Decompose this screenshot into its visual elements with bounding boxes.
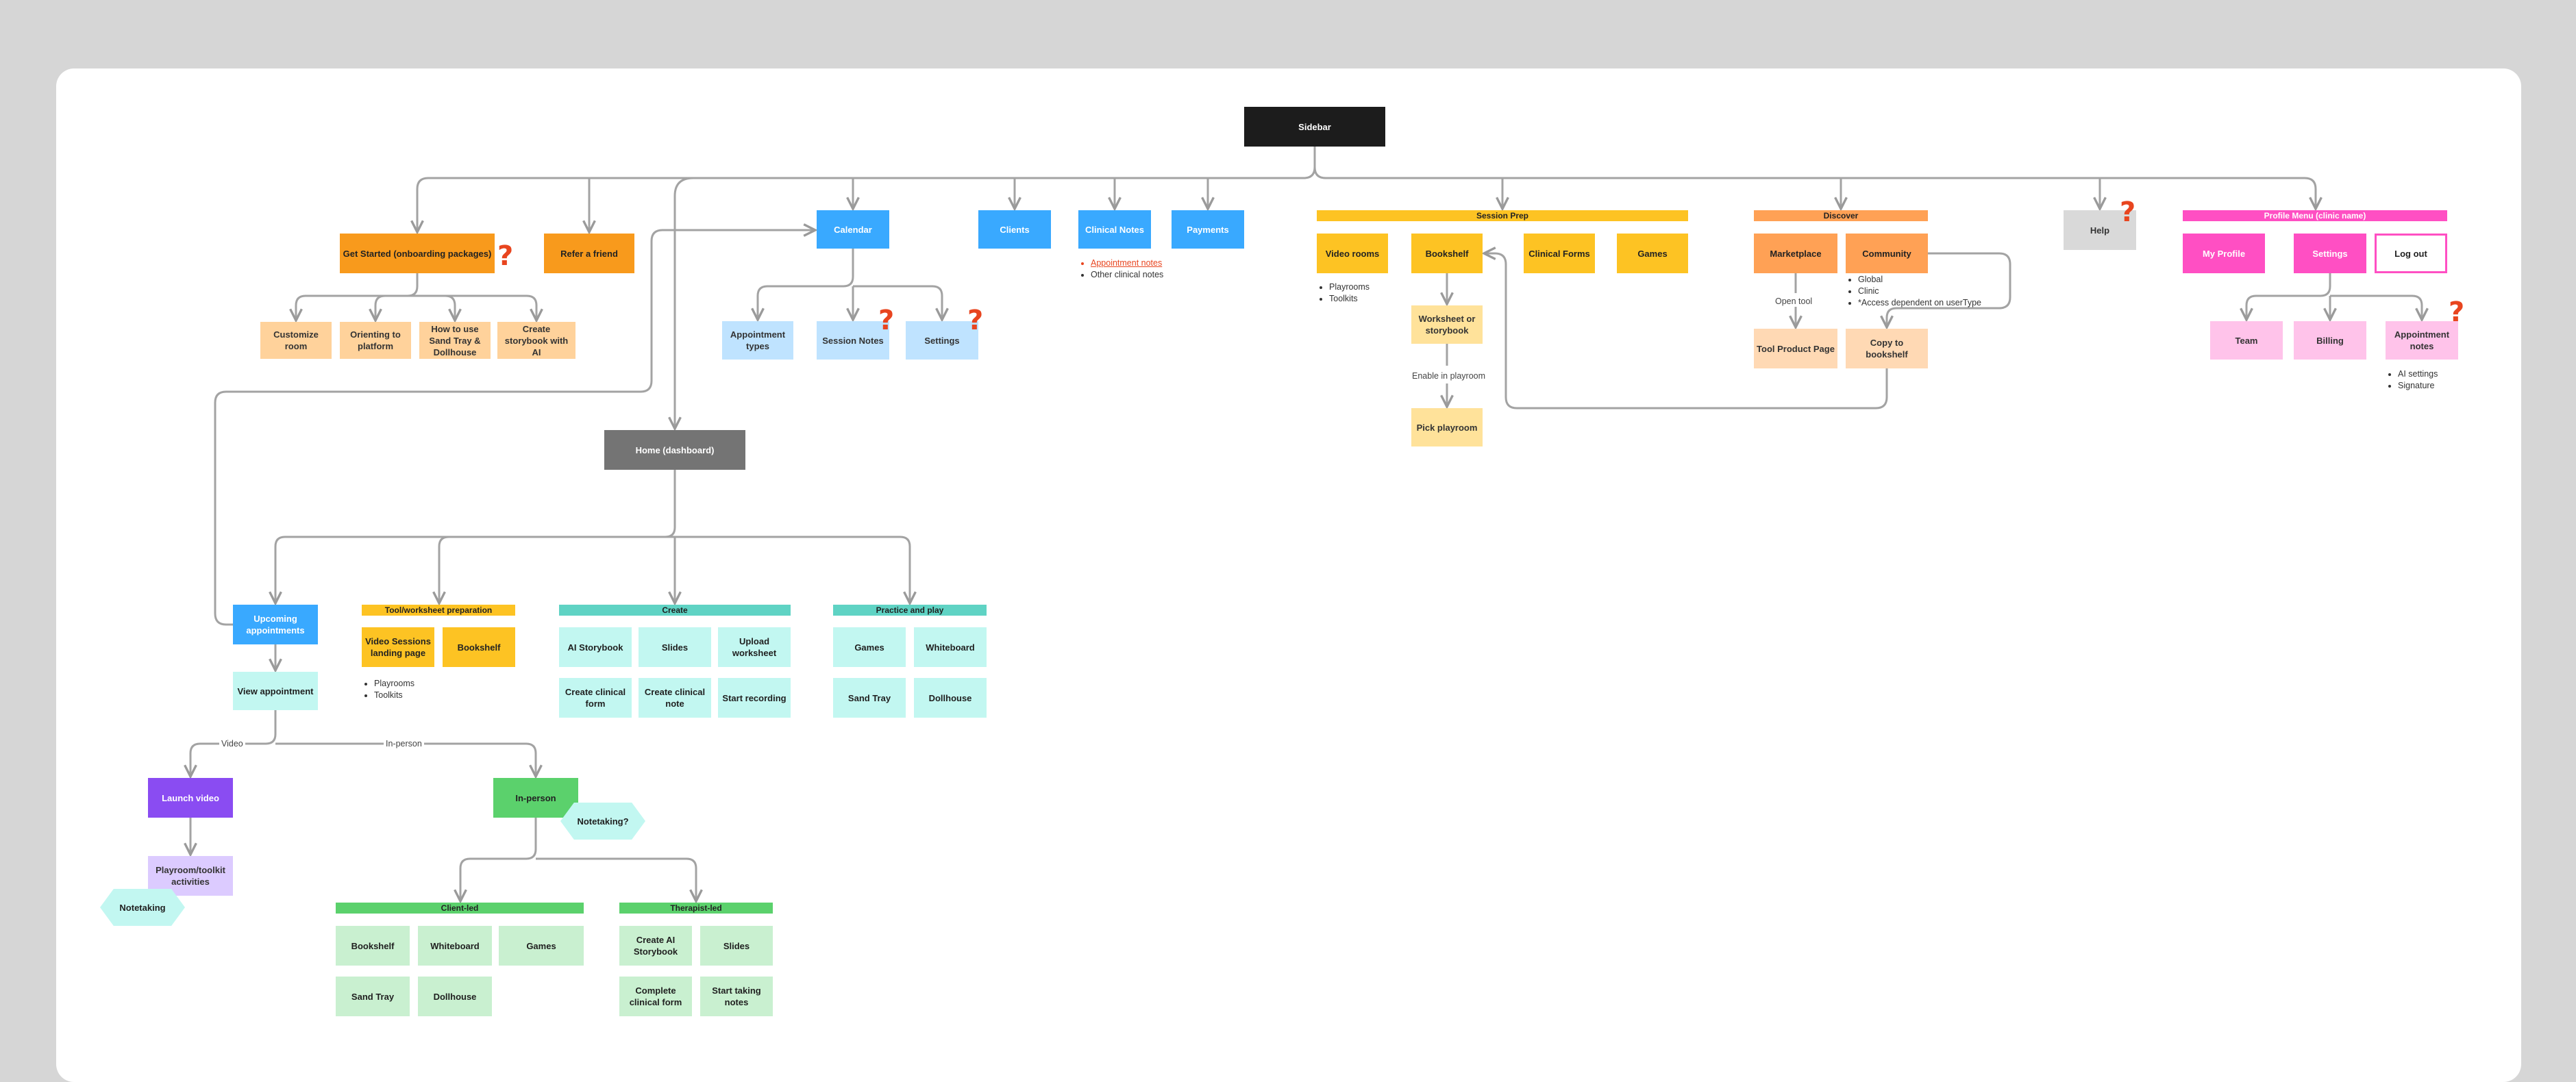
session-notes-node: Session Notes — [817, 321, 889, 360]
pp-games-node: Games — [833, 627, 906, 667]
billing-node: Billing — [2294, 321, 2366, 360]
ai-storybook-node: AI Storybook — [559, 627, 632, 667]
how-to-sand-tray-node: How to use Sand Tray & Dollhouse — [419, 322, 491, 359]
community-list: Global Clinic *Access dependent on userT… — [1846, 274, 1981, 309]
start-recording-node: Start recording — [718, 678, 791, 718]
question-mark-icon: ? — [878, 305, 895, 336]
list-item: Playrooms — [374, 678, 414, 690]
in-person-edge-label: In-person — [384, 738, 424, 749]
video-rooms-node: Video rooms — [1317, 234, 1388, 273]
list-item: Toolkits — [1329, 293, 1370, 305]
question-mark-icon: ? — [2120, 197, 2136, 228]
notetaking-hex: Notetaking — [100, 889, 185, 926]
video-sessions-landing-node: Video Sessions landing page — [362, 627, 434, 667]
open-tool-label: Open tool — [1773, 296, 1815, 307]
customize-room-node: Customize room — [260, 322, 332, 359]
cl-bookshelf-node: Bookshelf — [336, 926, 410, 966]
view-appointment-node: View appointment — [233, 672, 318, 710]
pick-playroom-node: Pick playroom — [1411, 408, 1483, 446]
create-header: Create — [559, 605, 791, 616]
orienting-platform-node: Orienting to platform — [340, 322, 411, 359]
question-mark-icon: ? — [497, 240, 514, 272]
list-item: Other clinical notes — [1091, 269, 1163, 281]
tl-start-notes-node: Start taking notes — [700, 977, 773, 1016]
tl-create-ai-storybook-node: Create AI Storybook — [619, 926, 692, 966]
upload-worksheet-node: Upload worksheet — [718, 627, 791, 667]
worksheet-storybook-node: Worksheet or storybook — [1411, 305, 1483, 344]
cl-sand-tray-node: Sand Tray — [336, 977, 410, 1016]
tl-slides-node: Slides — [700, 926, 773, 966]
discover-header: Discover — [1754, 210, 1928, 221]
list-item[interactable]: Appointment notes — [1091, 257, 1163, 269]
pp-dollhouse-node: Dollhouse — [914, 678, 987, 718]
log-out-node: Log out — [2375, 234, 2447, 273]
list-item: Playrooms — [1329, 281, 1370, 293]
playroom-toolkit-node: Playroom/toolkit activities — [148, 856, 233, 896]
enable-playroom-label: Enable in playroom — [1410, 370, 1488, 381]
community-node: Community — [1846, 234, 1928, 273]
list-item: Clinic — [1858, 286, 1981, 297]
payments-node: Payments — [1172, 210, 1244, 249]
list-item: Global — [1858, 274, 1981, 286]
pp-whiteboard-node: Whiteboard — [914, 627, 987, 667]
profile-menu-header: Profile Menu (clinic name) — [2183, 210, 2447, 221]
launch-video-node: Launch video — [148, 778, 233, 818]
cl-whiteboard-node: Whiteboard — [418, 926, 492, 966]
practice-play-header: Practice and play — [833, 605, 987, 616]
question-mark-icon: ? — [2449, 297, 2465, 328]
pp-sand-tray-node: Sand Tray — [833, 678, 906, 718]
refer-friend-node: Refer a friend — [544, 234, 634, 273]
profile-settings-node: Settings — [2294, 234, 2366, 273]
prep-bookshelf-node: Bookshelf — [443, 627, 515, 667]
notetaking-question-hex: Notetaking? — [560, 803, 645, 840]
games-node: Games — [1617, 234, 1688, 273]
tool-prep-list: Playrooms Toolkits — [362, 678, 414, 701]
list-item: AI settings — [2398, 368, 2438, 380]
tool-prep-header: Tool/worksheet preparation — [362, 605, 515, 616]
appointment-types-node: Appointment types — [722, 321, 793, 360]
create-clinical-form-node: Create clinical form — [559, 678, 632, 718]
marketplace-node: Marketplace — [1754, 234, 1837, 273]
clients-node: Clients — [978, 210, 1051, 249]
list-item: Signature — [2398, 380, 2438, 392]
question-mark-icon: ? — [967, 305, 984, 336]
cl-dollhouse-node: Dollhouse — [418, 977, 492, 1016]
tl-complete-form-node: Complete clinical form — [619, 977, 692, 1016]
slides-node: Slides — [639, 627, 711, 667]
home-dashboard-node: Home (dashboard) — [604, 430, 745, 470]
calendar-node: Calendar — [817, 210, 889, 249]
copy-to-bookshelf-node: Copy to bookshelf — [1846, 329, 1928, 368]
clinical-forms-node: Clinical Forms — [1524, 234, 1595, 273]
therapist-led-header: Therapist-led — [619, 903, 773, 914]
tool-product-page-node: Tool Product Page — [1754, 329, 1837, 368]
create-clinical-note-node: Create clinical note — [639, 678, 711, 718]
upcoming-appointments-node: Upcoming appointments — [233, 605, 318, 644]
clinical-notes-list: Appointment notes Other clinical notes — [1078, 257, 1163, 281]
appointment-notes-node: Appointment notes — [2386, 321, 2458, 360]
get-started-node: Get Started (onboarding packages) — [340, 234, 495, 273]
list-item: *Access dependent on userType — [1858, 297, 1981, 309]
bookshelf-node: Bookshelf — [1411, 234, 1483, 273]
sidebar-node: Sidebar — [1244, 107, 1385, 147]
session-prep-header: Session Prep — [1317, 210, 1688, 221]
team-node: Team — [2210, 321, 2283, 360]
help-node: Help — [2064, 210, 2136, 250]
clinical-notes-node: Clinical Notes — [1078, 210, 1151, 249]
cl-games-node: Games — [499, 926, 584, 966]
video-rooms-list: Playrooms Toolkits — [1317, 281, 1370, 305]
list-item: Toolkits — [374, 690, 414, 701]
create-storybook-node: Create storybook with AI — [497, 322, 575, 359]
calendar-settings-node: Settings — [906, 321, 978, 360]
in-person-node: In-person — [493, 778, 578, 818]
client-led-header: Client-led — [336, 903, 584, 914]
my-profile-node: My Profile — [2183, 234, 2265, 273]
appointment-notes-list: AI settings Signature — [2386, 368, 2438, 392]
video-edge-label: Video — [219, 738, 245, 749]
